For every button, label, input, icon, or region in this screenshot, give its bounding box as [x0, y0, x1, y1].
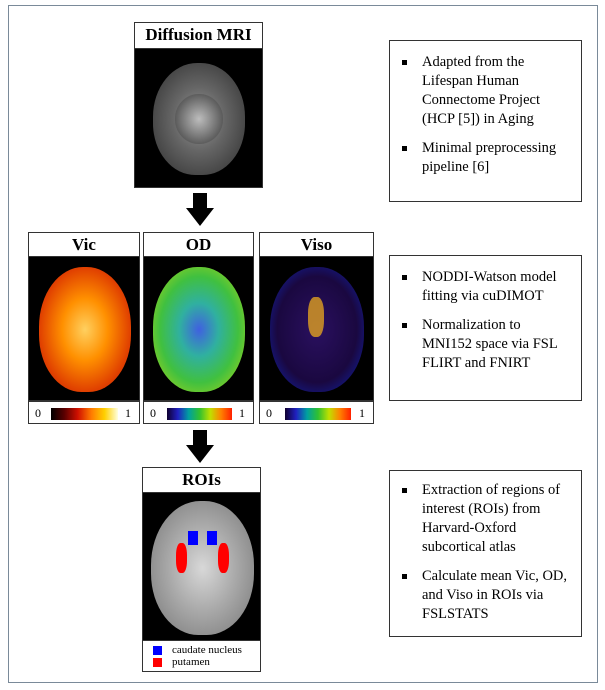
- note-box-roi-analysis: Extraction of regions of interest (ROIs)…: [389, 470, 582, 637]
- caudate-right: [207, 531, 217, 545]
- arrow-down-icon: [193, 193, 207, 209]
- note-box-modeling: NODDI-Watson model fitting via cuDIMOT N…: [389, 255, 582, 401]
- diffusion-mri-image: [134, 48, 263, 188]
- od-map-image: [143, 256, 254, 401]
- legend-label: caudate nucleus: [172, 644, 242, 656]
- arrow-head: [186, 445, 214, 463]
- od-colorbar-gradient: [167, 408, 232, 420]
- viso-colorbar-gradient: [285, 408, 351, 420]
- putamen-left: [176, 543, 187, 573]
- viso-colorbar: 0 1: [259, 401, 374, 424]
- od-colorbar-max: 1: [239, 406, 245, 420]
- legend-item-putamen: putamen: [143, 656, 260, 668]
- note-item: Normalization to MNI152 space via FSL FL…: [400, 316, 573, 373]
- od-colorbar: 0 1: [143, 401, 254, 424]
- diffusion-mri-title: Diffusion MRI: [134, 22, 263, 49]
- note-box-acquisition: Adapted from the Lifespan Human Connecto…: [389, 40, 582, 202]
- rois-image: [142, 492, 261, 641]
- vic-colorbar-min: 0: [35, 406, 41, 420]
- caudate-left: [188, 531, 198, 545]
- legend-swatch: [153, 645, 162, 655]
- viso-map-image: [259, 256, 374, 401]
- note-item: Extraction of regions of interest (ROIs)…: [400, 481, 573, 557]
- rois-title: ROIs: [142, 467, 261, 493]
- vic-colorbar: 0 1: [28, 401, 140, 424]
- note-item: NODDI-Watson model fitting via cuDIMOT: [400, 268, 573, 306]
- figure-frame: [8, 5, 598, 683]
- vic-title: Vic: [28, 232, 140, 257]
- note-item: Minimal preprocessing pipeline [6]: [400, 139, 573, 177]
- arrow-down-icon: [193, 430, 207, 446]
- vic-map-image: [28, 256, 140, 401]
- viso-colorbar-max: 1: [359, 406, 365, 420]
- legend-label: putamen: [172, 656, 210, 668]
- vic-colorbar-gradient: [51, 408, 118, 420]
- legend-item-caudate: caudate nucleus: [143, 644, 260, 656]
- note-item: Adapted from the Lifespan Human Connecto…: [400, 53, 573, 129]
- od-title: OD: [143, 232, 254, 257]
- od-colorbar-min: 0: [150, 406, 156, 420]
- rois-legend: caudate nucleus putamen: [142, 640, 261, 672]
- note-item: Calculate mean Vic, OD, and Viso in ROIs…: [400, 567, 573, 624]
- putamen-right: [218, 543, 229, 573]
- viso-colorbar-min: 0: [266, 406, 272, 420]
- vic-colorbar-max: 1: [125, 406, 131, 420]
- viso-title: Viso: [259, 232, 374, 257]
- arrow-head: [186, 208, 214, 226]
- legend-swatch: [153, 657, 162, 667]
